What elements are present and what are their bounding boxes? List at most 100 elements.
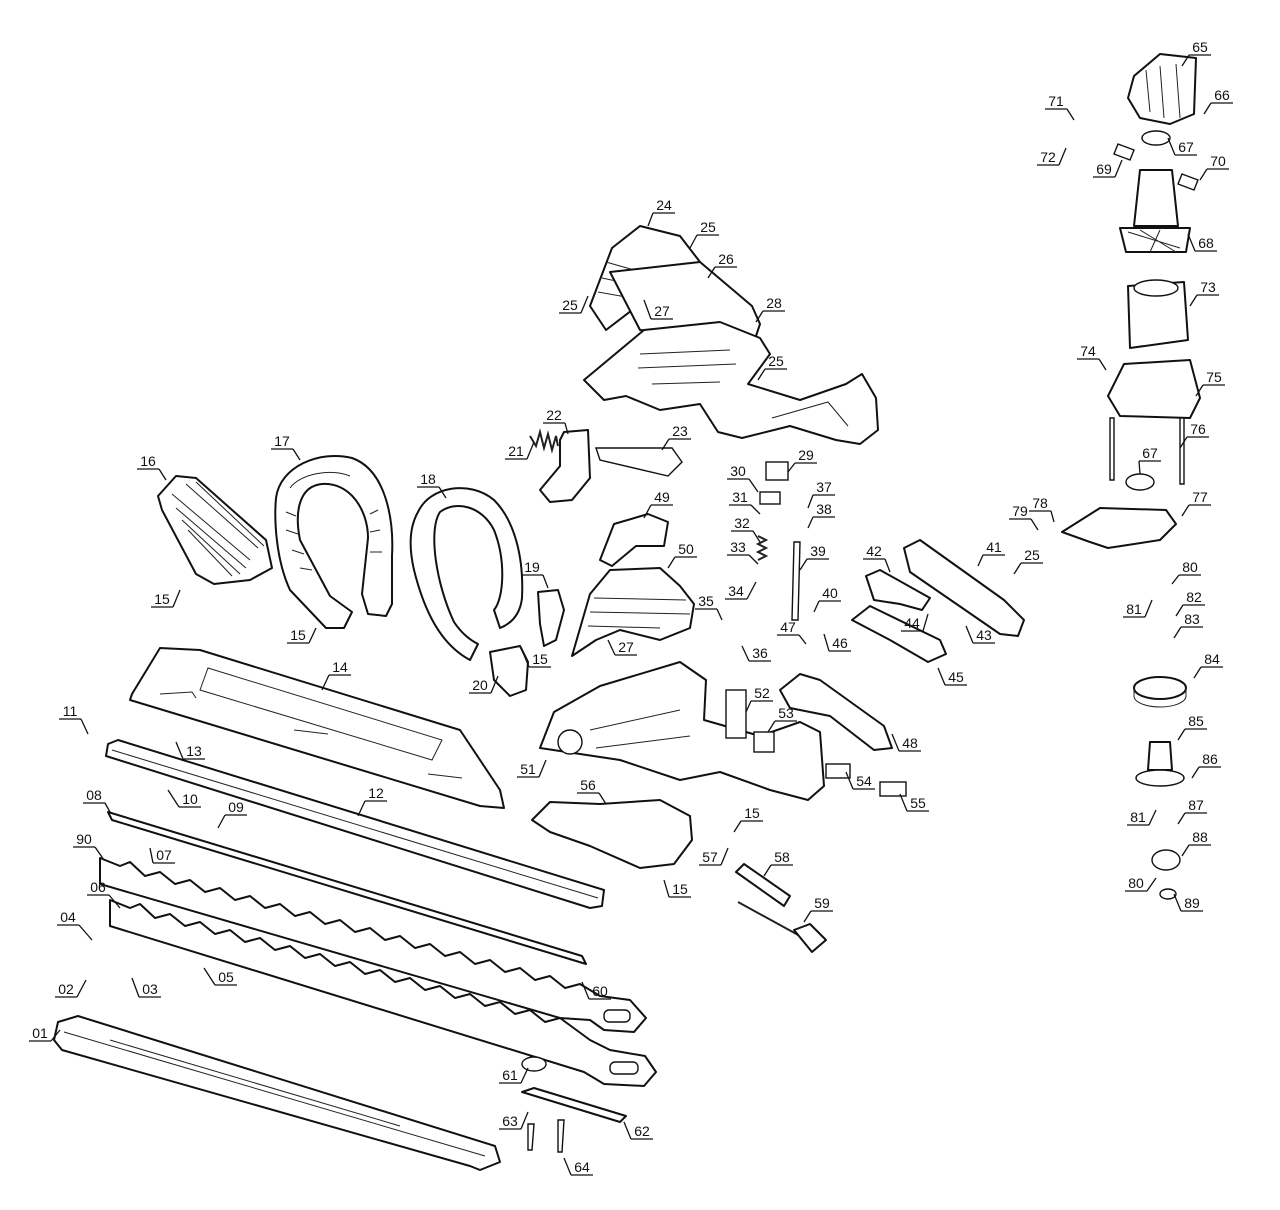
block-54-part <box>825 763 851 779</box>
cover-20-part <box>489 645 529 697</box>
callout-number: 73 <box>1200 279 1216 295</box>
callout-27: 27 <box>643 299 673 320</box>
callout-80: 80 <box>1171 559 1201 585</box>
callout-18: 18 <box>417 471 447 499</box>
callout-82: 82 <box>1175 589 1205 617</box>
callout-34: 34 <box>725 581 757 600</box>
grip-part <box>409 487 524 661</box>
callout-leader-line <box>667 556 676 569</box>
callout-leader-line <box>94 846 105 861</box>
callout-number: 08 <box>86 787 102 803</box>
callout-number: 67 <box>1178 139 1194 155</box>
callout-20: 20 <box>469 675 499 694</box>
callout-leader-line <box>542 574 549 589</box>
callout-leader-line <box>1114 159 1123 178</box>
callout-50: 50 <box>667 541 697 569</box>
callout-52: 52 <box>745 685 773 713</box>
cutting-blade-upper <box>99 857 647 1033</box>
block-55-part <box>879 781 907 797</box>
callout-leader-line <box>741 645 750 662</box>
callout-number: 60 <box>592 983 608 999</box>
cable-sleeve-part <box>735 863 791 907</box>
callout-leader-line <box>1193 666 1202 679</box>
callout-10: 10 <box>167 789 201 808</box>
callout-03: 03 <box>131 977 161 998</box>
brush-69-part <box>1113 143 1135 161</box>
trigger-45-part <box>851 605 947 663</box>
callout-number: 20 <box>472 677 488 693</box>
callout-42: 42 <box>863 543 891 573</box>
callout-80: 80 <box>1125 875 1157 892</box>
callout-66: 66 <box>1203 87 1233 115</box>
callout-90: 90 <box>73 831 105 861</box>
callout-number: 25 <box>562 297 578 313</box>
callout-35: 35 <box>695 593 723 621</box>
callout-number: 75 <box>1206 369 1222 385</box>
callout-55: 55 <box>899 793 929 812</box>
callout-number: 81 <box>1130 809 1146 825</box>
bearing-67b-part <box>1125 473 1155 491</box>
callout-number: 89 <box>1184 895 1200 911</box>
callout-74: 74 <box>1077 343 1107 371</box>
callout-86: 86 <box>1191 751 1221 779</box>
callout-15: 15 <box>663 879 691 898</box>
callout-leader-line <box>661 438 670 451</box>
callout-number: 53 <box>778 705 794 721</box>
callout-leader-line <box>598 792 607 805</box>
callout-leader-line <box>643 299 652 320</box>
callout-leader-line <box>1173 893 1182 912</box>
callout-number: 33 <box>730 539 746 555</box>
callout-44: 44 <box>901 613 929 632</box>
callout-15: 15 <box>287 627 317 644</box>
callout-33: 33 <box>727 539 759 565</box>
callout-number: 23 <box>672 423 688 439</box>
callout-number: 06 <box>90 879 106 895</box>
callout-leader-line <box>965 625 974 644</box>
callout-number: 13 <box>186 743 202 759</box>
callout-41: 41 <box>977 539 1005 567</box>
callout-leader-line <box>308 627 317 644</box>
shield-part <box>129 647 505 809</box>
callout-54: 54 <box>845 771 875 790</box>
bolt-76a-part <box>1109 417 1115 481</box>
callout-47: 47 <box>777 619 807 645</box>
callout-leader-line <box>716 608 723 621</box>
callout-number: 03 <box>142 981 158 997</box>
callout-31: 31 <box>729 489 761 515</box>
callout-number: 90 <box>76 831 92 847</box>
callout-39: 39 <box>799 543 829 571</box>
callout-leader-line <box>564 422 569 435</box>
callout-number: 54 <box>856 773 872 789</box>
callout-number: 80 <box>1182 559 1198 575</box>
callout-leader-line <box>1171 574 1180 585</box>
callout-number: 25 <box>700 219 716 235</box>
switch-52-part <box>725 689 747 739</box>
callout-leader-line <box>172 589 181 608</box>
callout-number: 39 <box>810 543 826 559</box>
callout-29: 29 <box>787 447 817 473</box>
motor-cover-part <box>1127 53 1197 125</box>
callout-56: 56 <box>577 777 607 805</box>
callout-45: 45 <box>937 667 967 686</box>
callout-number: 37 <box>816 479 832 495</box>
plate-62-part <box>521 1087 627 1123</box>
block-53-part <box>753 731 775 753</box>
callout-number: 24 <box>656 197 672 213</box>
callout-leader-line <box>767 720 776 733</box>
callout-17: 17 <box>271 433 301 461</box>
callout-leader-line <box>643 504 652 519</box>
callout-number: 58 <box>774 849 790 865</box>
callout-62: 62 <box>623 1121 653 1140</box>
callout-77: 77 <box>1181 489 1211 517</box>
callout-leader-line <box>807 516 814 529</box>
callout-14: 14 <box>321 659 351 691</box>
parts-layer <box>53 53 1201 1171</box>
callout-48: 48 <box>891 733 921 752</box>
callout-number: 04 <box>60 909 76 925</box>
callout-leader-line <box>581 981 590 1000</box>
callout-number: 65 <box>1192 39 1208 55</box>
bearing-67a-part <box>1141 130 1171 146</box>
callout-number: 15 <box>744 805 760 821</box>
